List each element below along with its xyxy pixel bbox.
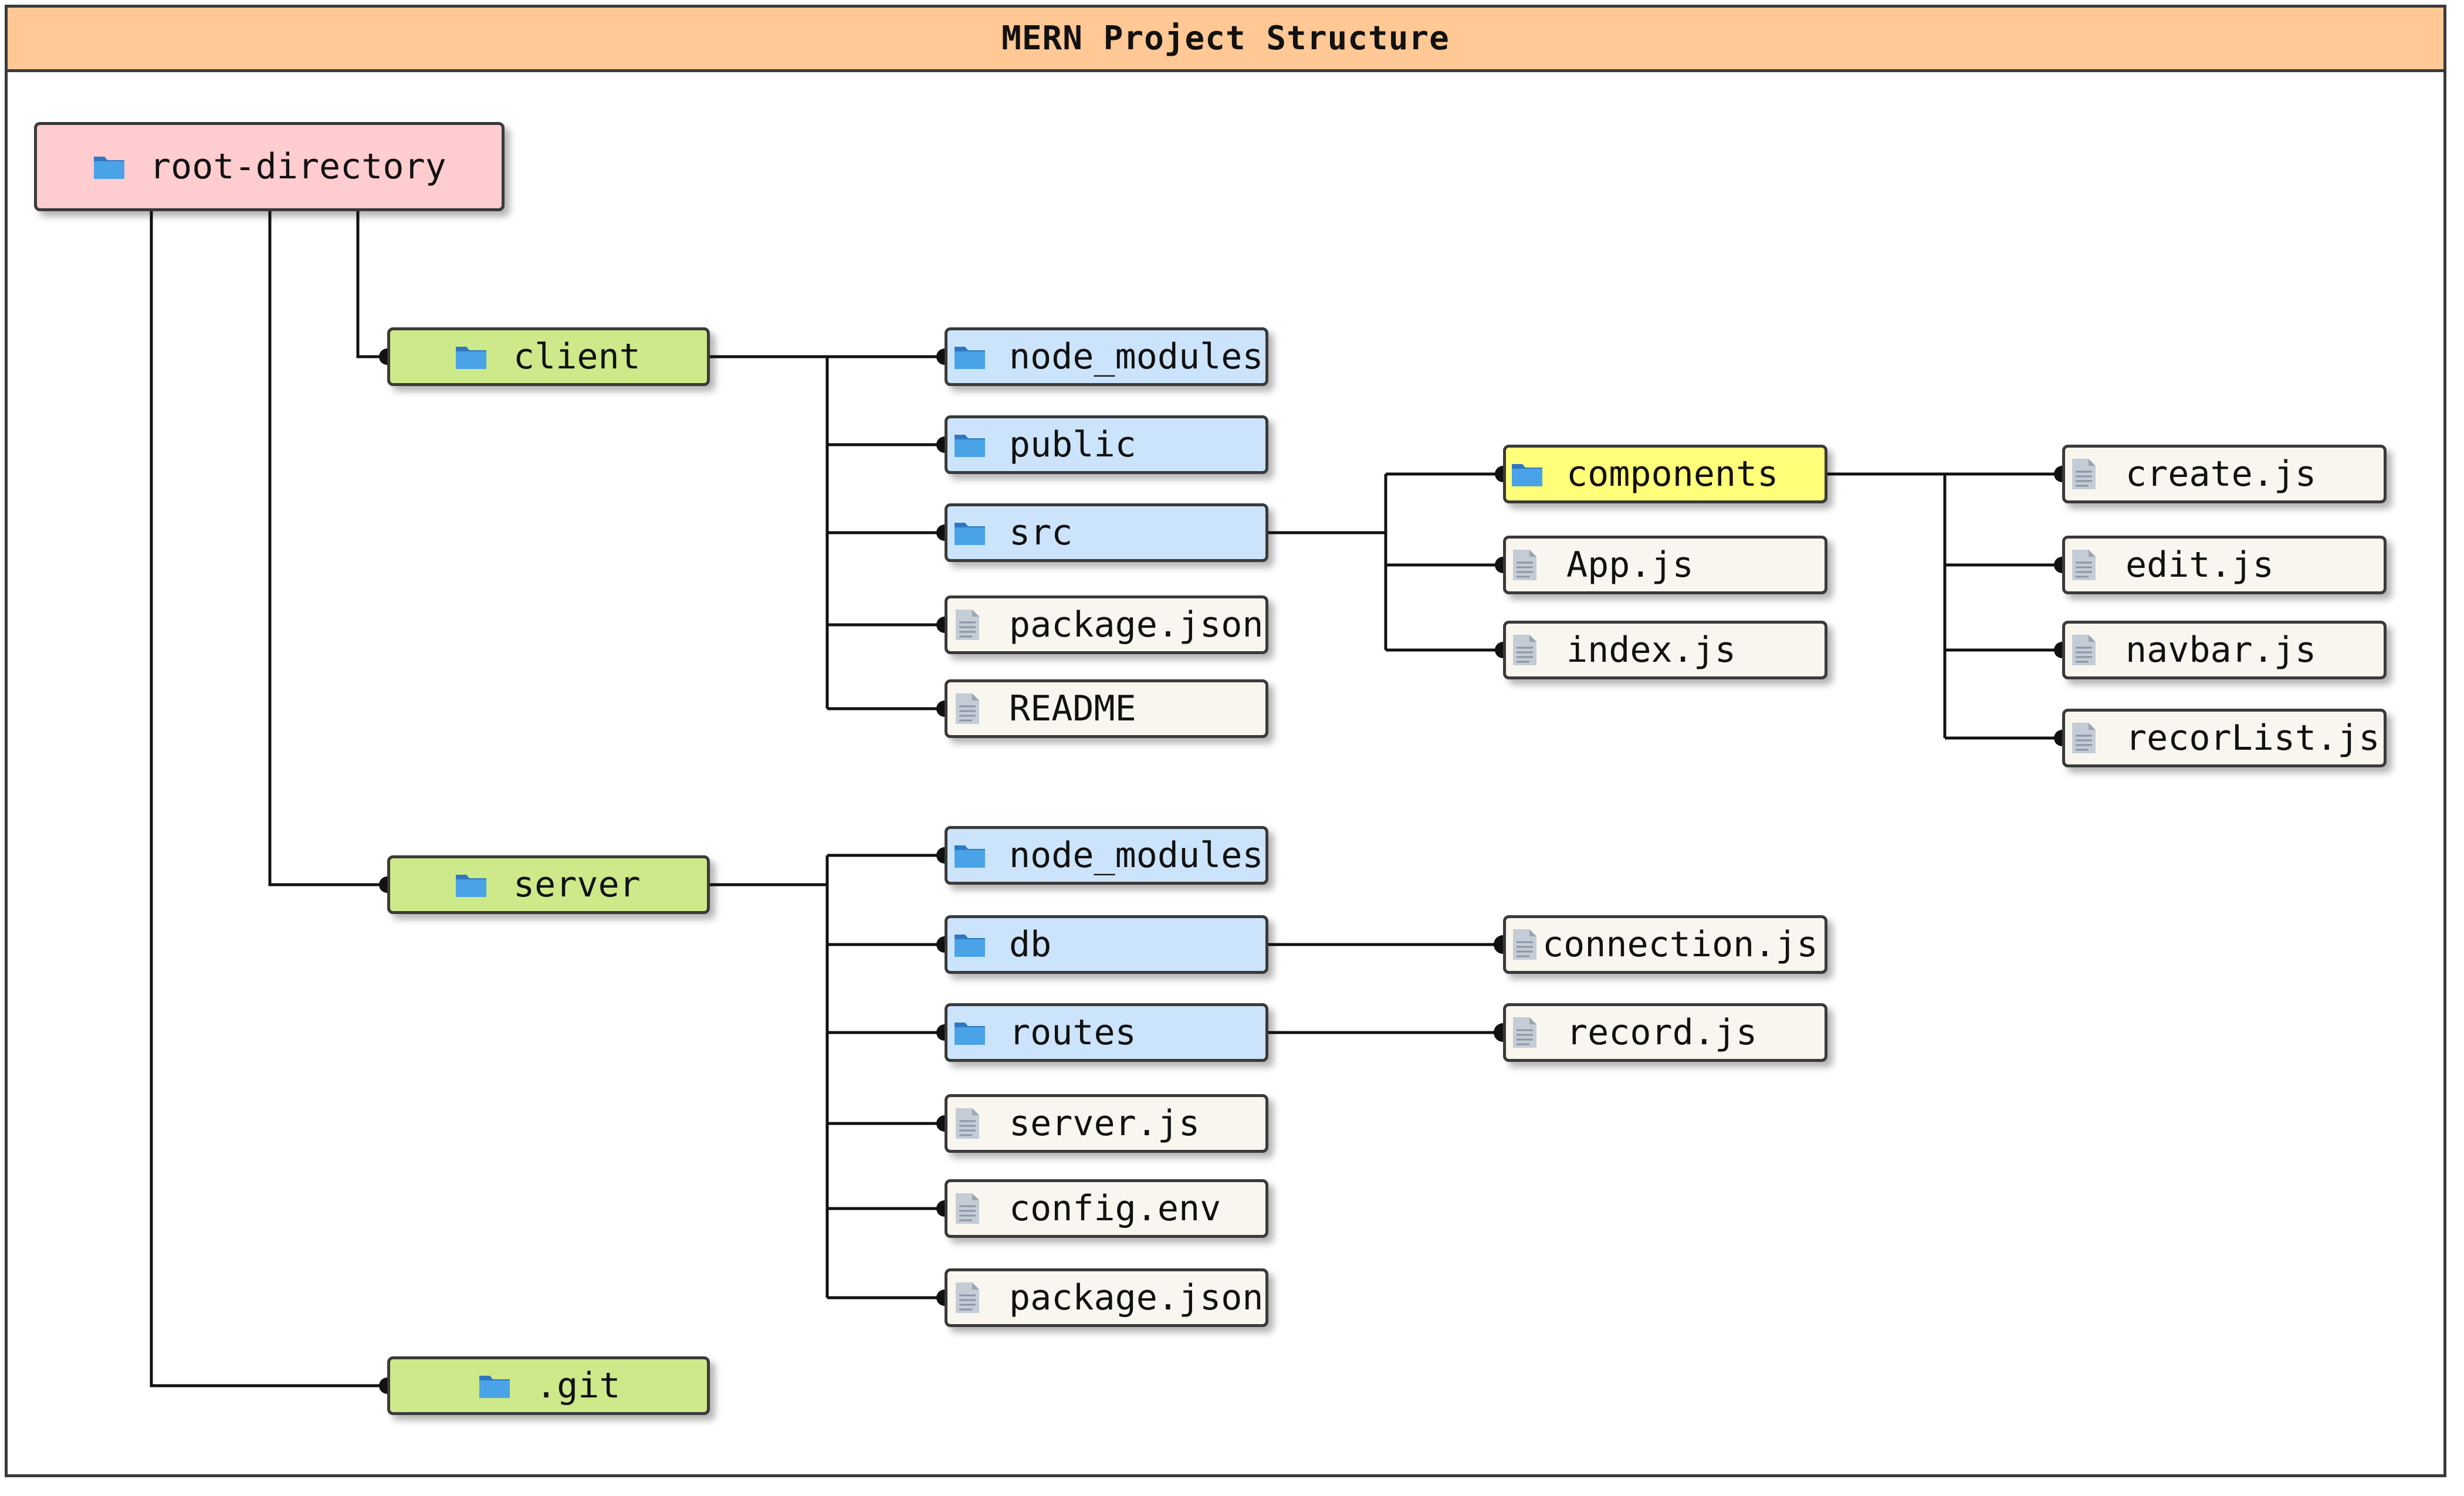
folder-icon: [955, 523, 985, 545]
node-label: index.js: [1566, 629, 1736, 671]
tree-node-src-index-js[interactable]: index.js: [1503, 621, 1827, 679]
node-label: navbar.js: [2125, 629, 2317, 671]
file-icon: [1513, 1017, 1536, 1048]
tree-node-server-db[interactable]: db: [945, 915, 1268, 974]
node-label: node_modules: [1009, 336, 1264, 377]
tree-node-client[interactable]: client: [387, 327, 710, 386]
file-icon: [1513, 550, 1536, 580]
folder-icon: [1512, 464, 1542, 486]
tree-node-routes-record-js[interactable]: record.js: [1503, 1003, 1827, 1062]
diagram-title: MERN Project Structure: [1001, 19, 1450, 57]
file-icon: [956, 693, 979, 724]
node-label: client: [513, 336, 641, 377]
node-label: create.js: [2125, 453, 2317, 495]
folder-icon: [479, 1376, 510, 1398]
node-label: node_modules: [1009, 835, 1264, 876]
node-label: root-directory: [150, 146, 446, 187]
tree-node-server-routes[interactable]: routes: [945, 1003, 1268, 1062]
tree-node-components-edit-js[interactable]: edit.js: [2062, 536, 2387, 594]
node-label: recorList.js: [2125, 717, 2380, 759]
tree-node-components-create-js[interactable]: create.js: [2062, 445, 2387, 503]
folder-icon: [94, 157, 124, 179]
file-icon: [1513, 635, 1536, 665]
node-label: server: [513, 864, 641, 905]
tree-node-client-node-modules[interactable]: node_modules: [945, 327, 1268, 386]
folder-icon: [955, 347, 985, 369]
node-label: README: [1009, 688, 1136, 729]
tree-node-server-config-env[interactable]: config.env: [945, 1179, 1268, 1238]
edge-client-trunk: [710, 355, 829, 709]
edge-root-server: [268, 211, 387, 886]
folder-icon: [955, 1023, 985, 1045]
node-label: package.json: [1009, 1277, 1264, 1318]
folder-icon: [955, 435, 985, 457]
file-icon: [956, 1282, 979, 1313]
node-label: package.json: [1009, 604, 1264, 645]
node-label: config.env: [1009, 1188, 1221, 1229]
tree-node-server-server-js[interactable]: server.js: [945, 1094, 1268, 1153]
tree-node-root-directory[interactable]: root-directory: [34, 122, 505, 211]
node-label: App.js: [1566, 544, 1694, 585]
edge-components-trunk: [1827, 472, 1947, 738]
node-label: .git: [536, 1365, 621, 1406]
node-label: public: [1009, 424, 1136, 465]
node-label: server.js: [1009, 1103, 1200, 1144]
tree-node-db-connection-js[interactable]: connection.js: [1503, 915, 1827, 974]
node-label: components: [1566, 453, 1779, 495]
tree-node-server-node-modules[interactable]: node_modules: [945, 826, 1268, 885]
file-icon: [2072, 550, 2096, 580]
node-label: edit.js: [2125, 544, 2274, 585]
tree-node-client-readme[interactable]: README: [945, 679, 1268, 738]
tree-node-client-public[interactable]: public: [945, 415, 1268, 474]
tree-node-src-app-js[interactable]: App.js: [1503, 536, 1827, 594]
tree-node-server-package-json[interactable]: package.json: [945, 1268, 1268, 1327]
tree-node-client-package-json[interactable]: package.json: [945, 595, 1268, 654]
file-icon: [1513, 929, 1536, 960]
folder-icon: [955, 845, 985, 868]
tree-node-client-src[interactable]: src: [945, 503, 1268, 562]
edge-root-git: [150, 211, 387, 1387]
node-label: src: [1009, 512, 1073, 553]
folder-icon: [456, 875, 486, 897]
file-icon: [2072, 459, 2096, 489]
edge-root-client: [356, 211, 387, 358]
tree-node-src-components[interactable]: components: [1503, 445, 1827, 503]
node-label: routes: [1009, 1012, 1136, 1053]
tree-node-components-recorlist-js[interactable]: recorList.js: [2062, 709, 2387, 767]
folder-icon: [955, 935, 985, 957]
node-label: db: [1009, 924, 1052, 965]
file-icon: [2072, 635, 2096, 665]
tree-node-server[interactable]: server: [387, 855, 710, 914]
file-icon: [2072, 723, 2096, 753]
file-icon: [956, 1108, 979, 1139]
tree-node-git[interactable]: .git: [387, 1356, 710, 1415]
node-label: connection.js: [1542, 924, 1818, 965]
tree-node-components-navbar-js[interactable]: navbar.js: [2062, 621, 2387, 679]
node-label: record.js: [1566, 1012, 1758, 1053]
file-icon: [956, 1193, 979, 1224]
file-icon: [956, 610, 979, 640]
folder-icon: [456, 347, 486, 369]
diagram-title-bar: MERN Project Structure: [5, 5, 2446, 72]
